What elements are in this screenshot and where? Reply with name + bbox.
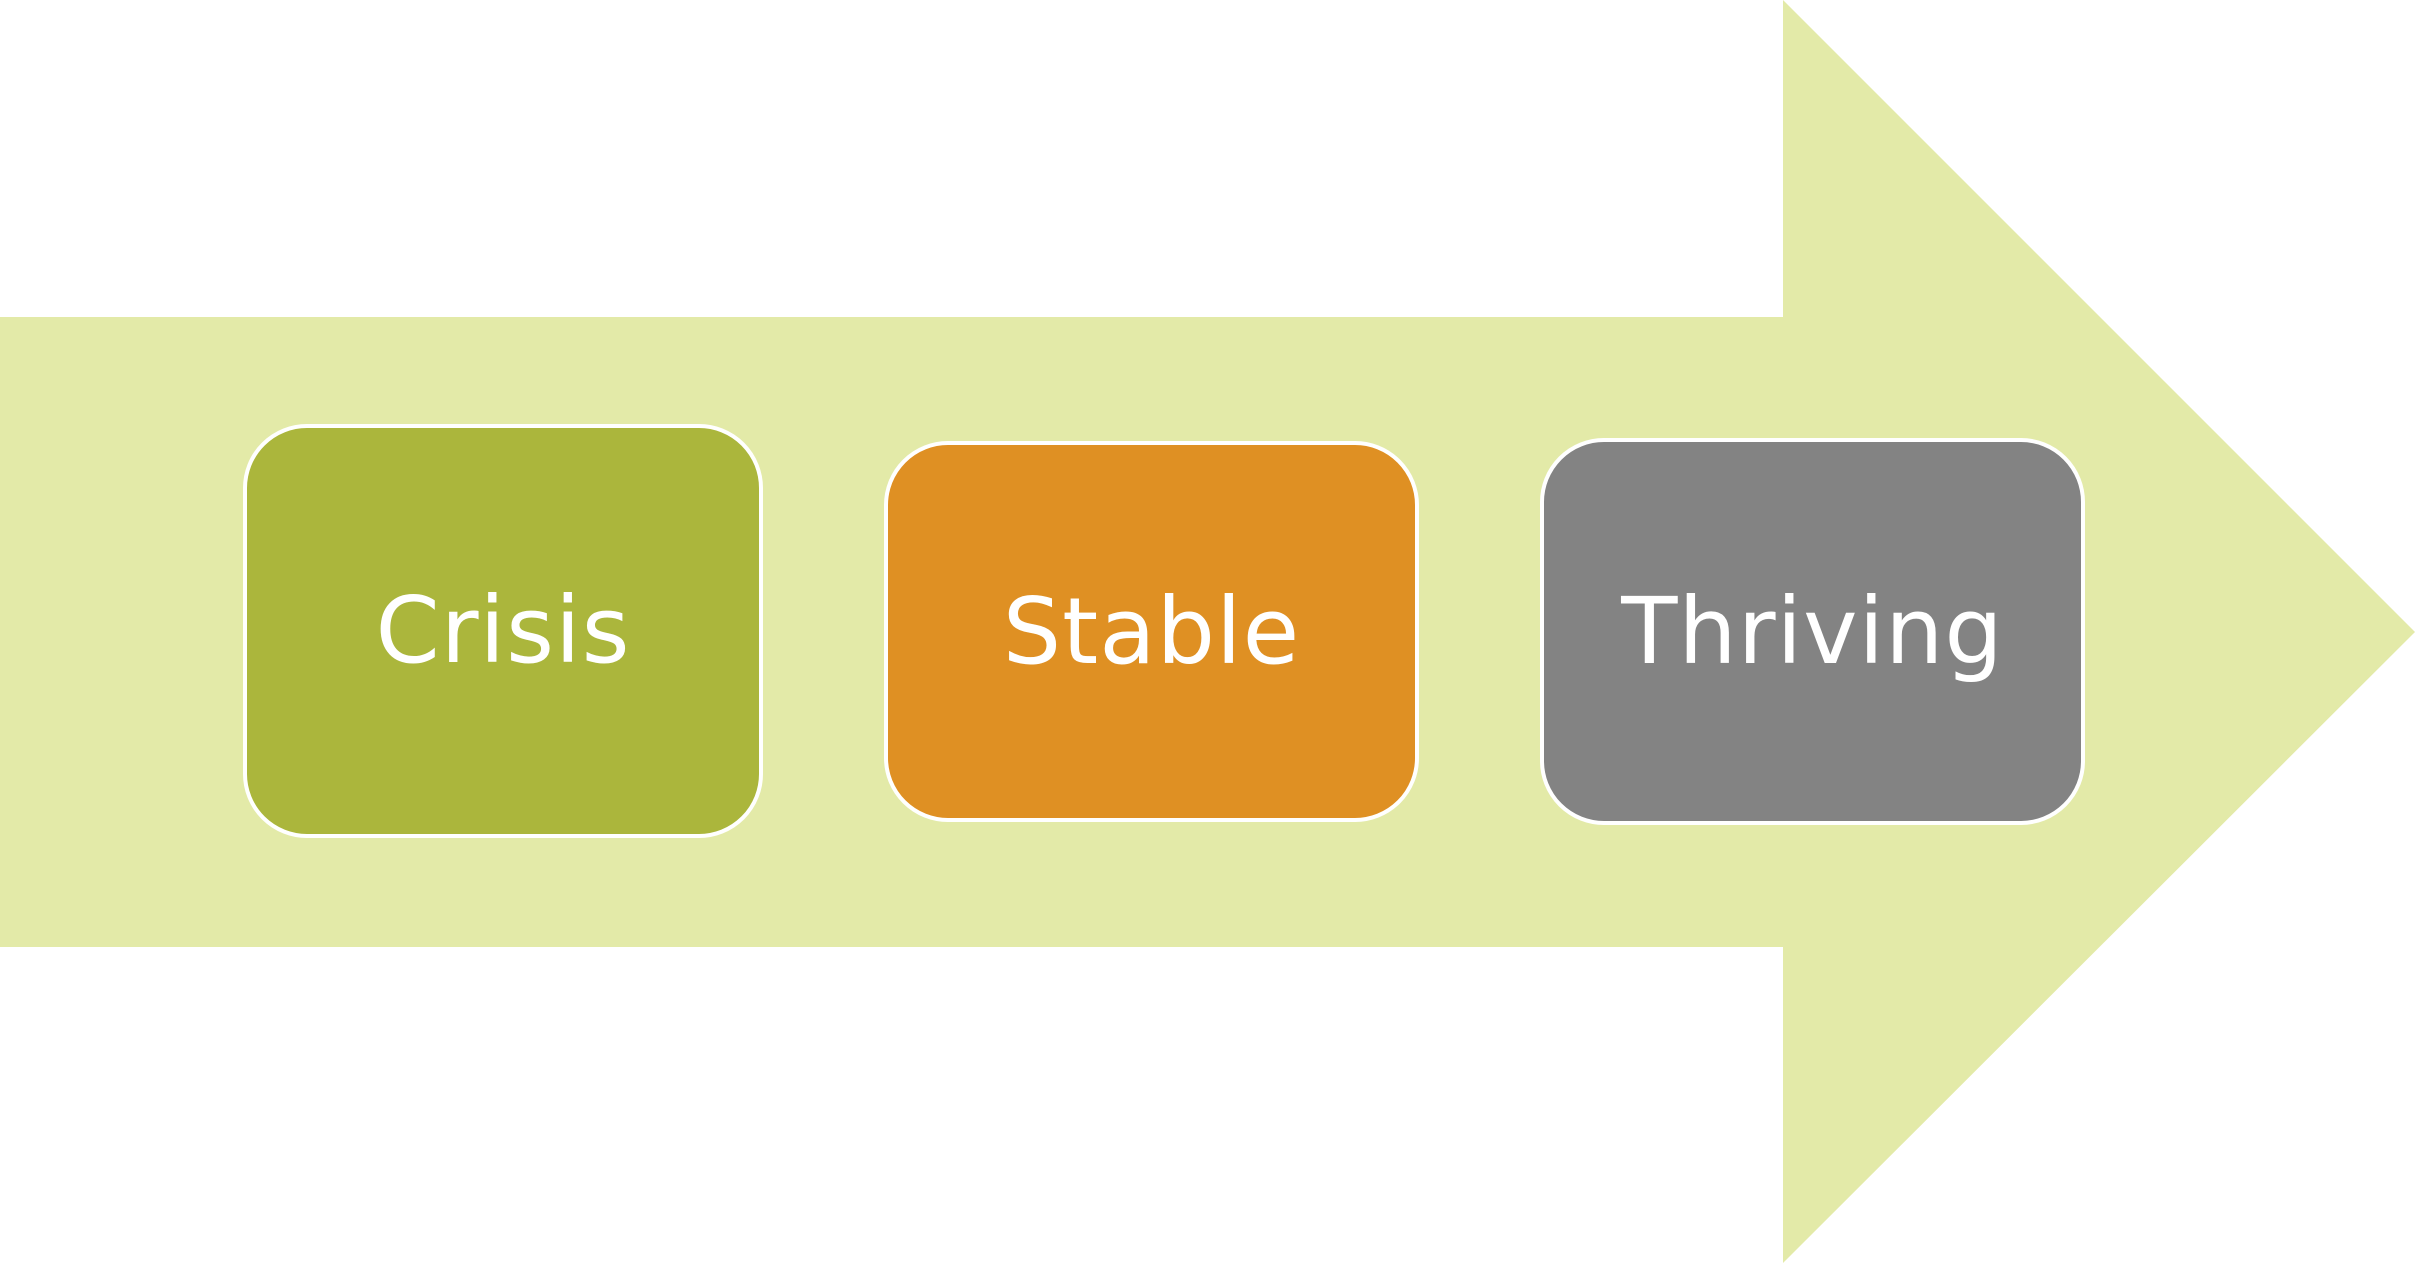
stage-label-crisis: Crisis [375,577,631,684]
stage-label-thriving: Thriving [1621,577,2004,685]
stage-box-thriving: Thriving [1540,438,2085,825]
stage-box-stable: Stable [884,441,1419,822]
stage-box-crisis: Crisis [243,424,763,838]
stage-label-stable: Stable [1002,577,1301,685]
